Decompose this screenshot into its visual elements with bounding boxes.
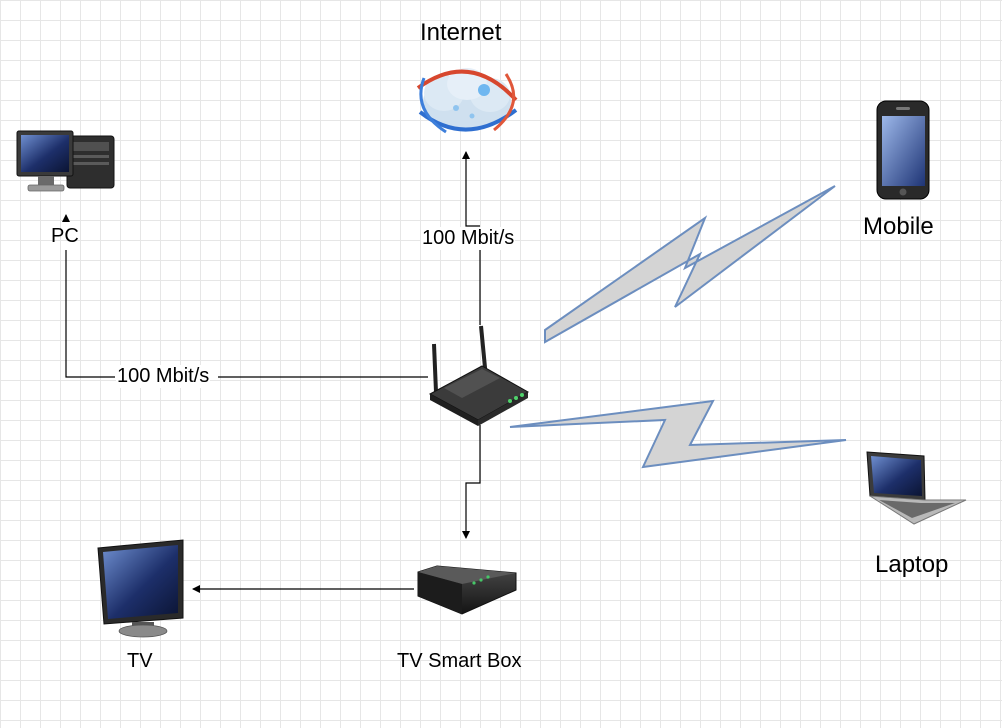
internet-icon	[416, 68, 518, 134]
tv-smart-box-label: TV Smart Box	[397, 650, 522, 672]
edge-router-internet	[466, 152, 481, 325]
laptop-icon	[866, 451, 967, 525]
laptop-label: Laptop	[875, 551, 949, 578]
mobile-label: Mobile	[863, 213, 934, 240]
mobile-icon	[876, 100, 930, 200]
connectors	[66, 152, 481, 593]
edge-label-router-internet: 100 Mbit/s	[421, 227, 516, 250]
tv-label: TV	[127, 650, 153, 672]
edge-router-tvbox	[462, 425, 481, 539]
tv-icon	[97, 539, 184, 638]
internet-label: Internet	[420, 19, 502, 46]
edge-label-router-pc: 100 Mbit/s	[116, 365, 211, 388]
pc-icon	[16, 130, 115, 192]
wireless-link-mobile	[544, 185, 836, 344]
pc-label: PC	[51, 225, 79, 247]
router-icon	[428, 325, 530, 426]
tv-smart-box-icon	[417, 565, 517, 615]
wireless-link-laptop	[509, 399, 847, 469]
edge-router-pc	[66, 215, 428, 378]
